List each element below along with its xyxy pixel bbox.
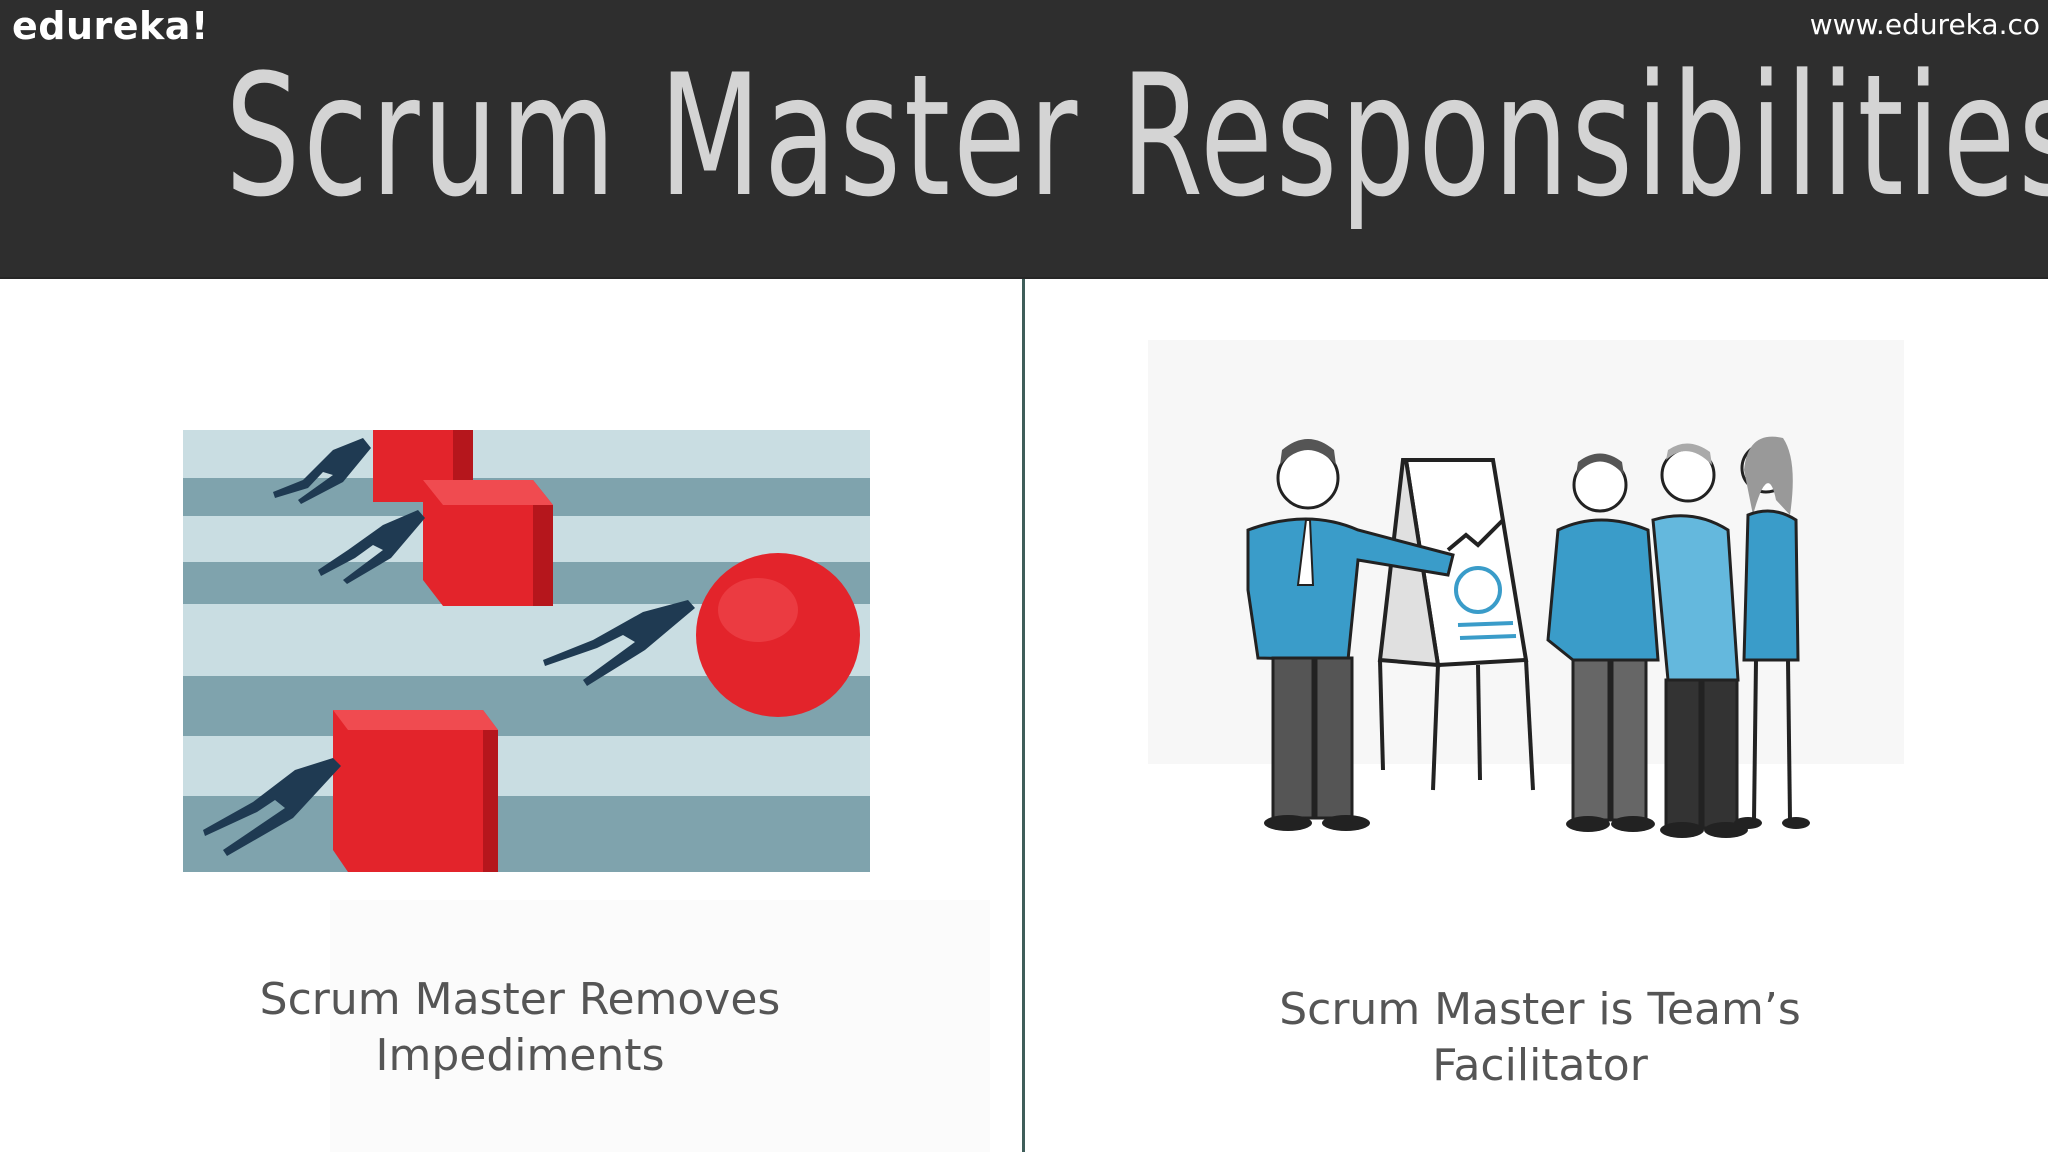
- caption-background: [330, 900, 990, 1152]
- site-url: www.edureka.co: [1809, 8, 2040, 41]
- presenter-figure: [1246, 439, 1455, 831]
- red-block: [423, 480, 553, 606]
- people-pushing-blocks-illustration: [183, 430, 870, 872]
- header-bar: edureka! www.edureka.co Scrum Master Res…: [0, 0, 2048, 279]
- caption-line: Facilitator: [1432, 1040, 1648, 1091]
- team-member-figure: [1651, 443, 1748, 838]
- flipchart: [1377, 458, 1535, 791]
- red-block: [333, 710, 498, 872]
- team-member-figure: [1734, 436, 1810, 829]
- caption-line: Impediments: [375, 1030, 665, 1081]
- slide-title: Scrum Master Responsibilities: [225, 38, 2048, 234]
- pushing-figures: [203, 438, 695, 856]
- brand-logo: edureka!: [12, 4, 209, 48]
- caption-team-facilitator: Scrum Master is Team’s Facilitator: [1220, 982, 1860, 1094]
- team-presentation-flipchart-illustration: [1246, 436, 1810, 838]
- caption-line: Scrum Master Removes: [259, 974, 781, 1025]
- team-member-figure: [1546, 453, 1660, 832]
- column-divider: [1022, 279, 1025, 1152]
- caption-line: Scrum Master is Team’s: [1279, 984, 1801, 1035]
- caption-removes-impediments: Scrum Master Removes Impediments: [200, 972, 840, 1084]
